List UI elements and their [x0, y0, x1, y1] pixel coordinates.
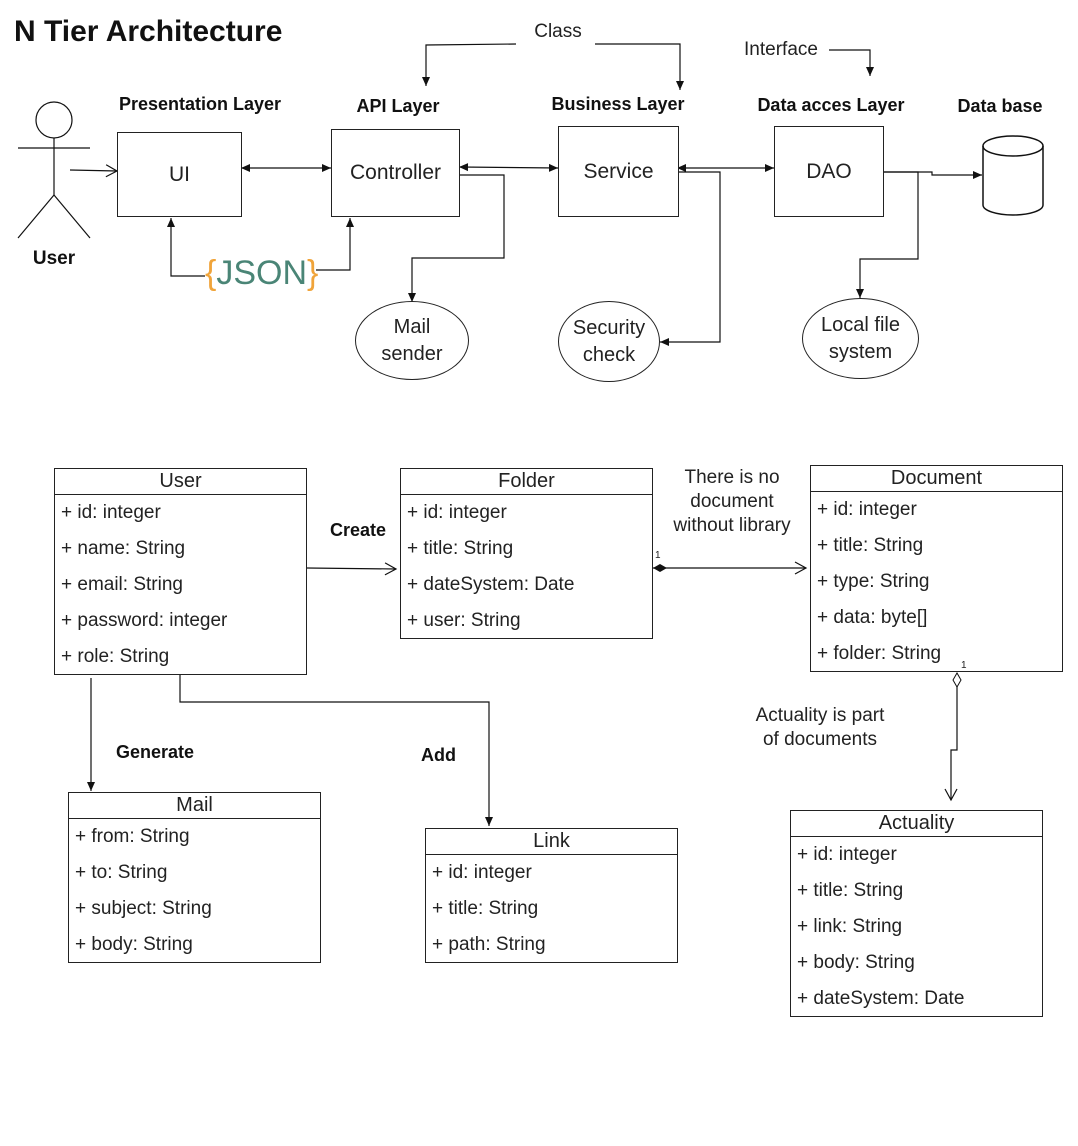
generate-label: Generate — [116, 742, 195, 762]
folder-attr: + user: String — [407, 610, 521, 631]
folder-class: Folder + id: integer + title: String + d… — [400, 468, 653, 639]
mail-sender-line2: sender — [381, 342, 443, 365]
class-arrow-business — [595, 43, 684, 90]
class-arrow-api — [422, 43, 517, 86]
dao-label: DAO — [806, 159, 852, 183]
service-component: Service — [558, 126, 679, 217]
no-document-line1: There is no — [684, 467, 780, 488]
local-fs-line2: system — [828, 340, 893, 363]
link-class: Link + id: integer + title: String + pat… — [425, 828, 678, 963]
link-attr: + path: String — [432, 934, 546, 955]
security-check-line1: Security — [572, 316, 646, 339]
interface-note: Interface — [744, 39, 818, 60]
folder-multiplicity: 1 — [655, 550, 661, 561]
create-relation — [306, 562, 398, 576]
document-attr: + type: String — [817, 571, 930, 592]
mail-attr: + from: String — [75, 826, 190, 847]
no-document-line2: document — [690, 491, 774, 512]
mail-sender-node: Mail sender — [355, 301, 469, 380]
document-attr: + data: byte[] — [817, 607, 928, 628]
mail-class-name: Mail — [69, 793, 320, 819]
json-to-ui-arrow — [167, 218, 205, 277]
local-file-system-node: Local file system — [802, 298, 919, 379]
json-open-brace: { — [205, 254, 217, 292]
page-title: N Tier Architecture — [14, 15, 283, 48]
dao-localfs-link — [856, 171, 919, 298]
actuality-class-name: Actuality — [791, 811, 1042, 837]
document-attr: + title: String — [817, 535, 924, 556]
actuality-attr: + title: String — [797, 880, 904, 901]
security-check-node: Security check — [558, 301, 660, 382]
mail-class: Mail + from: String + to: String + subje… — [68, 792, 321, 963]
service-security-link — [660, 171, 721, 346]
api-layer-label: API Layer — [356, 96, 440, 116]
document-attr: + id: integer — [817, 499, 917, 520]
actuality-part-line1: Actuality is part — [755, 705, 885, 726]
actuality-attr: + dateSystem: Date — [797, 988, 965, 1009]
user-attr: + name: String — [61, 538, 186, 559]
user-actor-label: User — [32, 248, 76, 269]
create-label: Create — [330, 520, 387, 540]
no-document-line3: without library — [673, 515, 791, 536]
link-class-name: Link — [426, 829, 677, 855]
no-document-note: There is no document without library — [662, 466, 802, 538]
mail-attr: + subject: String — [75, 898, 212, 919]
security-check-line2: check — [582, 343, 636, 366]
dao-component: DAO — [774, 126, 884, 217]
data-access-layer-label: Data acces Layer — [757, 95, 905, 115]
presentation-layer-label: Presentation Layer — [118, 94, 282, 114]
database-cylinder-icon — [982, 135, 1044, 216]
document-class: Document + id: integer + title: String +… — [810, 465, 1063, 672]
json-label: {JSON} — [205, 254, 318, 293]
link-attr: + id: integer — [432, 862, 532, 883]
controller-component: Controller — [331, 129, 460, 217]
link-attr: + title: String — [432, 898, 539, 919]
mail-attr: + to: String — [75, 862, 168, 883]
user-attr: + id: integer — [61, 502, 161, 523]
user-stick-figure — [17, 101, 91, 239]
folder-attr: + id: integer — [407, 502, 507, 523]
actuality-part-line2: of documents — [762, 729, 878, 750]
actuality-attr: + body: String — [797, 952, 915, 973]
actuality-attr: + id: integer — [797, 844, 897, 865]
class-note: Class — [534, 21, 582, 42]
folder-class-name: Folder — [401, 469, 652, 495]
document-attr: + folder: String — [817, 643, 942, 664]
json-to-controller-arrow — [316, 218, 354, 271]
json-close-brace: } — [307, 254, 319, 292]
actuality-attr: + link: String — [797, 916, 903, 937]
actuality-class: Actuality + id: integer + title: String … — [790, 810, 1043, 1017]
document-multiplicity: 1 — [961, 660, 967, 671]
user-class-name: User — [55, 469, 306, 495]
user-attr: + email: String — [61, 574, 183, 595]
controller-service-link — [459, 163, 559, 172]
user-to-ui-arrow — [69, 164, 119, 178]
document-class-name: Document — [811, 466, 1062, 492]
ui-label: UI — [169, 162, 190, 186]
user-class: User + id: integer + name: String + emai… — [54, 468, 307, 675]
service-label: Service — [583, 159, 654, 183]
controller-mail-link — [408, 174, 505, 302]
add-relation — [179, 675, 493, 826]
interface-arrow-dao — [829, 49, 874, 76]
ui-component: UI — [117, 132, 242, 217]
mail-sender-line1: Mail — [393, 315, 431, 338]
user-attr: + password: integer — [61, 610, 228, 631]
controller-label: Controller — [349, 161, 442, 184]
json-text: JSON — [216, 254, 308, 292]
folder-attr: + dateSystem: Date — [407, 574, 575, 595]
folder-attr: + title: String — [407, 538, 514, 559]
local-fs-line1: Local file — [821, 313, 900, 336]
database-label: Data base — [957, 96, 1043, 116]
actuality-part-note: Actuality is part of documents — [745, 704, 895, 752]
business-layer-label: Business Layer — [551, 94, 685, 114]
mail-attr: + body: String — [75, 934, 193, 955]
add-label: Add — [421, 745, 456, 765]
document-actuality-aggregation — [944, 671, 962, 802]
user-attr: + role: String — [61, 646, 170, 667]
